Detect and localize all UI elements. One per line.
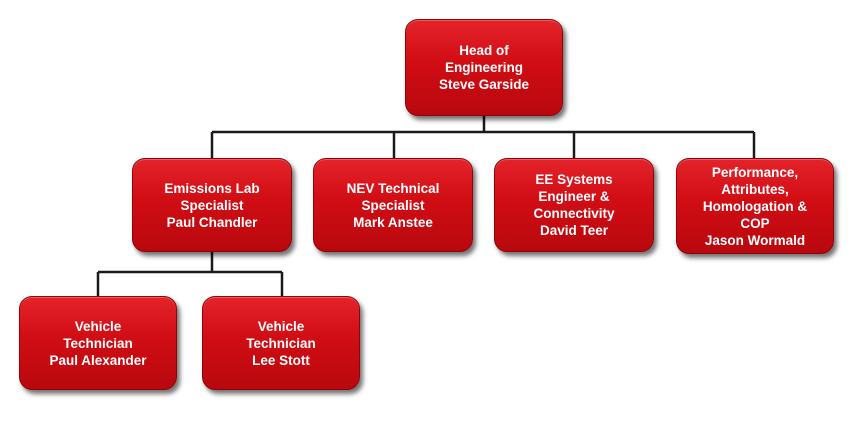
node-performance-homologation: Performance,Attributes,Homologation &COP… xyxy=(676,158,834,254)
node-text-line: Vehicle xyxy=(257,318,305,334)
node-text-line: Specialist xyxy=(361,197,425,213)
node-text-line: Vehicle xyxy=(74,318,122,334)
node-text-line: Attributes, xyxy=(721,181,789,197)
node-text-line: Technician xyxy=(246,335,316,351)
node-text-line: Lee Stott xyxy=(252,352,310,368)
node-text-line: Head of xyxy=(459,43,509,58)
node-text-line: David Teer xyxy=(539,223,609,238)
node-text-line: Homologation & xyxy=(702,198,808,214)
node-text-line: NEV Technical xyxy=(346,180,440,196)
node-text-line: Steve Garside xyxy=(438,77,530,92)
node-text-line: Engineering xyxy=(444,60,523,75)
node-text-line: Paul Alexander xyxy=(49,352,147,368)
node-text-line: Emissions Lab xyxy=(164,180,260,196)
node-text-line: Mark Anstee xyxy=(353,214,433,230)
node-text-line: Technician xyxy=(63,335,133,351)
node-text-line: Connectivity xyxy=(533,206,615,221)
node-text-line: Paul Chandler xyxy=(166,214,258,230)
node-text-line: Engineer & xyxy=(538,189,610,204)
node-text-line: Performance, xyxy=(711,164,799,180)
node-text-line: COP xyxy=(740,215,770,231)
node-text-line: Specialist xyxy=(180,197,244,213)
node-text-line: Jason Wormald xyxy=(704,232,806,248)
node-text-line: EE Systems xyxy=(535,172,613,187)
